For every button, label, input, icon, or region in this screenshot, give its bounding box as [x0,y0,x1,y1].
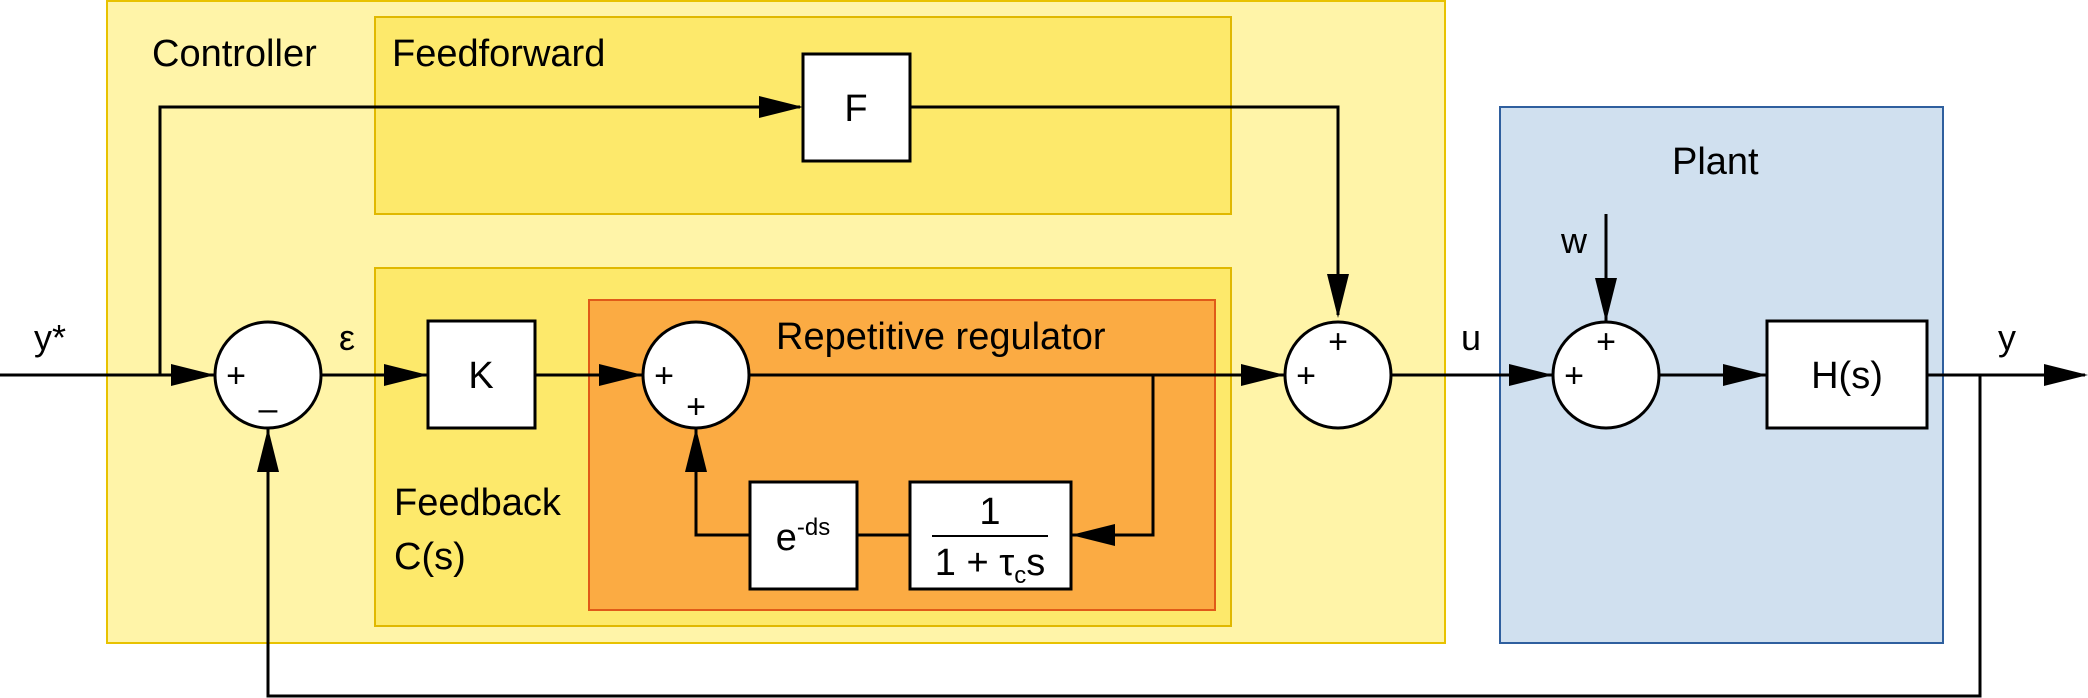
plant-block-h-label: H(s) [1811,355,1883,397]
plant-block-h [1765,319,1929,430]
feedback-transfer-label: C(s) [394,536,466,578]
sum1-plus-sign: + [226,357,246,395]
repetitive-regulator-label: Repetitive regulator [776,316,1106,358]
gain-block-k-label: K [468,355,493,397]
arrow-into-filter [1071,524,1115,546]
feedback-label: Feedback [394,482,562,524]
control-signal-label: u [1461,317,1481,358]
plant-label: Plant [1672,141,1759,183]
sum4-plus-sign-disturbance: + [1596,323,1616,361]
sum3-plus-sign-input: + [1296,357,1316,395]
sum3-plus-sign-feedforward: + [1328,323,1348,361]
feedforward-block-f-label: F [844,88,867,130]
summing-junction-control [1283,320,1393,430]
arrow-into-sum1 [171,364,215,386]
arrow-feedback-into-sum1 [257,428,279,472]
arrow-loop-into-sum2 [685,428,707,472]
arrow-into-sum3 [1241,364,1285,386]
arrow-into-f [759,96,803,118]
arrowheads [171,96,2088,546]
arrow-into-sum4 [1509,364,1553,386]
error-signal-label: ε [339,317,355,358]
arrow-output [2044,364,2088,386]
sum4-plus-sign-input: + [1564,357,1584,395]
summing-junction-disturbance [1551,320,1661,430]
sum2-plus-sign-loop: + [686,388,706,426]
feedforward-block-f [801,52,912,163]
summing-junction-error [213,320,323,430]
feedforward-label: Feedforward [392,33,605,75]
gain-block-k [426,319,537,430]
arrow-into-h [1723,364,1767,386]
filter-numerator: 1 [979,491,1000,533]
reference-signal-label: y* [34,317,66,358]
summing-junction-repetitive [641,320,751,430]
delay-block [748,480,859,591]
arrow-into-sum2 [599,364,643,386]
delay-block-label: e-ds [776,514,830,559]
arrow-w-into-sum4 [1595,278,1617,322]
controller-label: Controller [152,33,317,75]
sum1-minus-sign: – [259,390,278,428]
disturbance-signal-label: w [1560,220,1588,261]
arrow-ff-into-sum3 [1327,274,1349,318]
filter-denominator: 1 + τcs [935,542,1045,589]
arrow-into-k [384,364,428,386]
output-signal-label: y [1998,317,2016,358]
sum2-plus-sign-input: + [654,357,674,395]
